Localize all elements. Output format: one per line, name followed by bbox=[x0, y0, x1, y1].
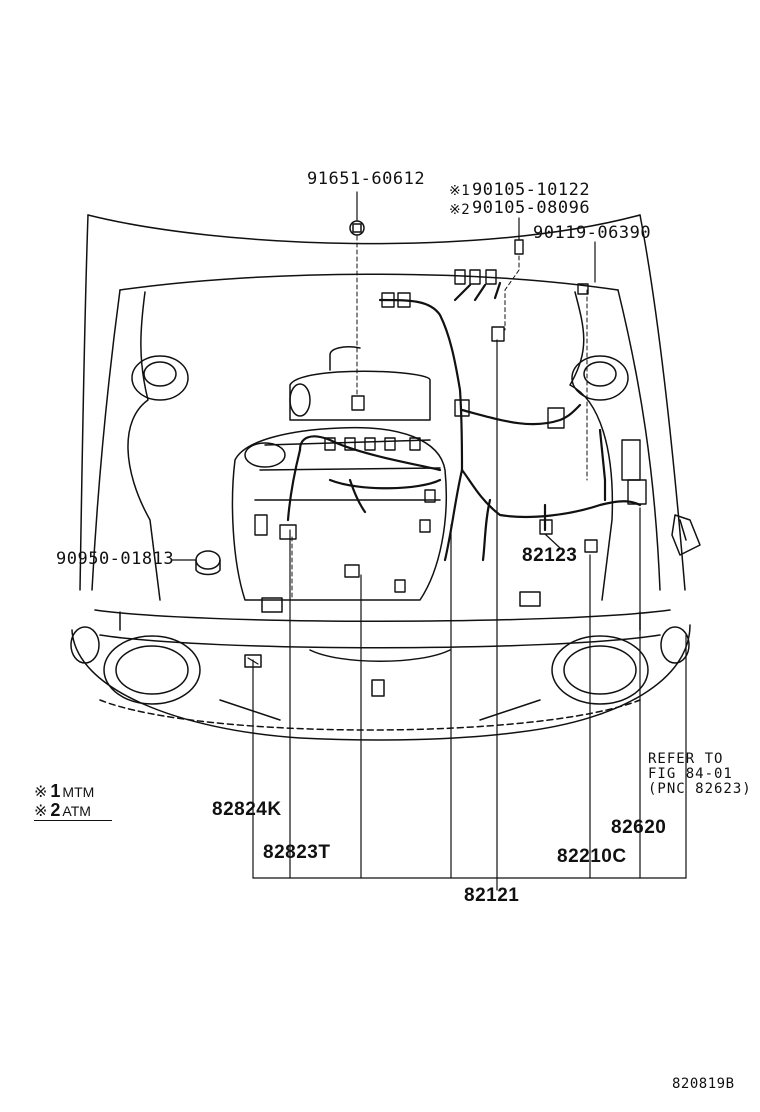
grommet-part bbox=[195, 550, 221, 576]
label-82823T: 82823T bbox=[263, 842, 331, 863]
headlights bbox=[70, 626, 690, 705]
legend-underline bbox=[34, 820, 112, 821]
refer-note-line2: FIG 84-01 bbox=[648, 766, 733, 782]
legend-number: 2 bbox=[50, 800, 61, 820]
clip-part bbox=[349, 220, 365, 236]
label-90119-06390: 90119-06390 bbox=[533, 223, 652, 243]
label-90105-08096: 90105-08096 bbox=[472, 198, 591, 218]
connectors bbox=[254, 239, 647, 593]
label-82121: 82121 bbox=[464, 885, 520, 906]
label-82824K: 82824K bbox=[212, 799, 282, 820]
legend-mark: ※ bbox=[34, 803, 48, 820]
label-82210C: 82210C bbox=[557, 846, 627, 867]
label-91651-60612: 91651-60612 bbox=[307, 169, 426, 189]
bottom-bracket bbox=[244, 654, 385, 697]
label-90950-01813: 90950-01813 bbox=[56, 549, 175, 569]
label-82123: 82123 bbox=[522, 545, 578, 566]
engine-block bbox=[231, 346, 448, 601]
strut-towers bbox=[131, 355, 629, 401]
figure-id: 820819B bbox=[672, 1076, 735, 1092]
legend-number: 1 bbox=[50, 781, 61, 801]
legend-text: ATM bbox=[62, 803, 91, 819]
engine-bay-panel bbox=[127, 291, 614, 601]
radiator-support bbox=[94, 591, 671, 662]
fender-bracket bbox=[671, 514, 701, 556]
legend-text: MTM bbox=[62, 784, 95, 800]
wire-harness bbox=[286, 281, 642, 562]
refer-note-line3: (PNC 82623) bbox=[648, 781, 752, 797]
legend-mark: ※ bbox=[34, 784, 48, 801]
hood-outline bbox=[79, 214, 686, 591]
leader-lines bbox=[171, 191, 687, 891]
refer-note-line1: REFER TO bbox=[648, 751, 724, 767]
label-mark-2: ※2 bbox=[449, 202, 471, 218]
label-mark-1: ※1 bbox=[449, 183, 471, 199]
label-82620: 82620 bbox=[611, 817, 667, 838]
label-90105-10122: 90105-10122 bbox=[472, 180, 591, 200]
